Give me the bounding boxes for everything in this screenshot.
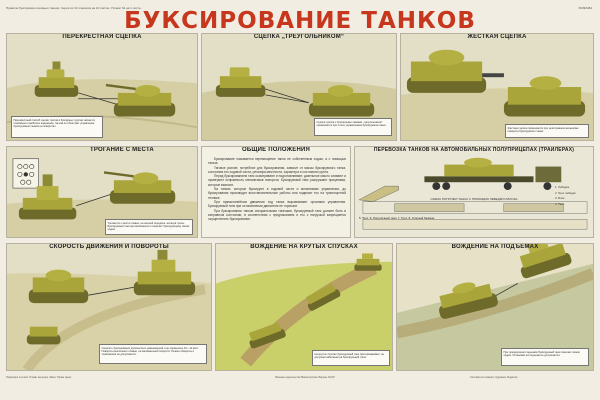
gear-diagram-icon [12,158,39,189]
panel-rigid-hitch: ЖЕСТКАЯ СЦЕПКА Жесткая сцепка применяетс… [400,33,594,141]
tank-icon [248,322,286,349]
ascent-illustration [397,244,593,370]
tank-icon [306,283,341,311]
tank-icon [308,85,375,117]
panel-caption: Скорость буксирования должна быть равном… [99,344,207,364]
panel-title: ВОЖДЕНИЕ НА КРУТЫХ СПУСКАХ [250,244,358,250]
legend-item: 5. Трос. [359,216,370,220]
panel-ascent: ВОЖДЕНИЕ НА ПОДЪЕМАХ При преодолении под… [396,243,594,371]
panel-title: ВОЖДЕНИЕ НА ПОДЪЕМАХ [451,244,539,250]
panel-descent: ВОЖДЕНИЕ НА КРУТЫХ СПУСКАХ На крутых спу… [215,243,393,371]
footer-col3: Составители плаката. Художник. Редактор. [470,376,519,379]
tank-icon [26,326,61,345]
tank-icon [406,49,487,93]
tank-icon [28,269,89,304]
truck-trailer-icon [424,157,562,191]
legend-list-extra: 5. Трос. 6. Погрузочный трап. 7. Трос. 8… [359,216,549,220]
tank-icon [103,171,176,204]
panel-caption: При преодолении подъемов буксируемый тан… [501,348,589,366]
rigid-hitch-illustration [401,34,593,140]
panel-speed-turns: СКОРОСТЬ ДВИЖЕНИЯ И ПОВОРОТЫ Скорость бу… [6,243,212,371]
start-moving-illustration [7,147,197,237]
legend-item: 2. Трос лебедки. [555,190,577,195]
legend-item: 3. Блок. [555,196,566,201]
panel-caption: Перекрестный способ сцепки тросов в букс… [11,116,103,138]
scheme-label: СХЕМА ПОГРУЗКИ ТАНКА С ПОМОЩЬЮ ЛЕБЕДКИ И… [430,197,518,201]
legend-item: 1. Лебедка. [555,185,570,189]
tank-icon [133,249,196,296]
tank-icon [519,244,572,279]
tank-icon [439,282,498,319]
panel-title: СКОРОСТЬ ДВИЖЕНИЯ И ПОВОРОТЫ [49,244,169,250]
general-paragraph: Буксирование называется перемещение танк… [208,157,346,166]
crossed-hitch-illustration [7,34,197,140]
tank-icon [34,61,79,97]
legend-item: 7. Трос. [397,216,409,220]
general-paragraph: На танках, которые буксируют в ходовой ч… [208,187,346,200]
legend-item: 6. Погрузочный трап. [369,216,398,220]
panel-title: ЖЕСТКАЯ СЦЕПКА [467,34,527,40]
legend-list: 1. Лебедка. 2. Трос лебедки. 3. Блок. 4.… [555,185,593,207]
panel-caption: Трогаются с места плавно, на низшей пере… [105,219,193,235]
header-note: Правила буксировки основных танков. Сери… [6,6,142,10]
panel-crossed-hitch: ПЕРЕКРЕСТНАЯ СЦЕПКА Перекрестный способ … [6,33,198,141]
poster-code: 60090484 [578,6,592,10]
general-paragraph: При прямолинейном движении ход танка выр… [208,199,346,209]
legend-item: 8. Упорный башмак. [408,216,435,220]
general-paragraph: Перед буксированием танк осматривают и п… [208,174,346,187]
legend-item: 4. Танк. [555,201,565,206]
panel-general: ОБЩИЕ ПОЛОЖЕНИЯ Буксирование называется … [201,146,351,238]
tank-icon [18,174,77,220]
panel-title: ПЕРЕВОЗКА ТАНКОВ НА АВТОМОБИЛЬНЫХ ПОЛУПР… [373,147,575,153]
panel-caption-visible: Жесткая сцепка применяется при неисправн… [505,124,589,138]
panel-caption: Сцепка тросов с буксирными танками „треу… [314,118,392,136]
panel-caption: На крутых спусках буксируемый танк прито… [312,350,390,366]
transport-illustration [355,147,593,237]
footer-col2: Военное издательство Министерства оборон… [275,376,335,379]
panel-title: СЦЕПКА „ТРЕУГОЛЬНИКОМ“ [253,34,345,40]
footer-col1: Подписано к печати. Плакат выпущен. Зака… [6,376,72,379]
ramp-icon [358,185,399,202]
general-text: Буксирование называется перемещение танк… [208,157,346,237]
general-paragraph: Тяговое усилие, потребное для буксирован… [208,165,346,174]
panel-triangle-hitch: СЦЕПКА „ТРЕУГОЛЬНИКОМ“ Сцепка тросов с б… [201,33,397,141]
panel-title: ПЕРЕКРЕСТНАЯ СЦЕПКА [62,34,142,40]
panel-title: ОБЩИЕ ПОЛОЖЕНИЯ [241,147,311,153]
descent-illustration [216,244,392,370]
poster-title: БУКСИРОВАНИЕ ТАНКОВ [124,8,476,34]
tank-icon [503,76,586,117]
tank-icon [354,253,382,271]
general-paragraph: При буксировании танков специальными тяг… [208,208,346,222]
panel-start-moving: ТРОГАНИЕ С МЕСТА Трогаются с места плавн… [6,146,198,238]
panel-transport: ПЕРЕВОЗКА ТАНКОВ НА АВТОМОБИЛЬНЫХ ПОЛУПР… [354,146,594,238]
tank-icon [105,83,176,117]
panel-title: ТРОГАНИЕ С МЕСТА [90,147,154,153]
tank-icon [215,67,266,97]
